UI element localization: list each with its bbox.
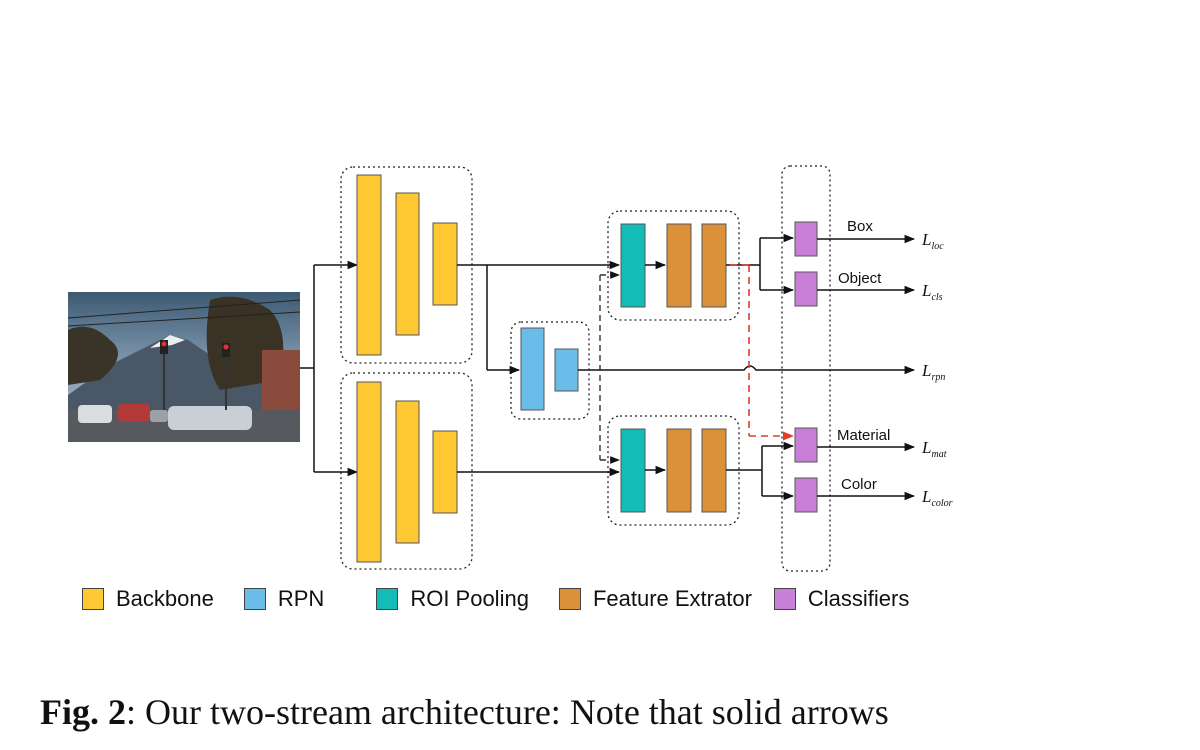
feature-extractor-block (666, 223, 692, 308)
architecture-diagram: Box Object Material Color Lloc Lcls Lrpn… (67, 165, 953, 572)
figure-caption: Fig. 2: Our two-stream architecture: Not… (40, 688, 1160, 736)
legend-label-backbone: Backbone (116, 586, 214, 611)
legend-item-rpn: RPN (243, 586, 325, 612)
legend-label-feature: Feature Extrator (592, 586, 752, 611)
classifier-swatch (773, 588, 796, 610)
legend-label-classifiers: Classifiers (807, 586, 910, 611)
legend-label-roi: ROI Pooling (410, 586, 529, 611)
classifier-object (794, 271, 818, 307)
label-color: Color (841, 476, 877, 493)
rpn-block (520, 327, 545, 411)
rpn-group (510, 321, 590, 420)
roi-pooling-block (620, 428, 646, 513)
caption-label: Fig. 2 (40, 692, 126, 732)
label-box: Box (847, 218, 873, 235)
feature-extractor-block (666, 428, 692, 513)
legend-item-feature: Feature Extrator (558, 586, 752, 612)
loss-mat: Lmat (921, 438, 947, 460)
feature-extractor-block (701, 223, 727, 308)
loss-loc: Lloc (921, 230, 944, 252)
roi-feature-bottom-group (607, 415, 740, 526)
legend-item-classifiers: Classifiers (773, 586, 910, 612)
roi-pooling-block (620, 223, 646, 308)
legend-item-roi: ROI Pooling (376, 586, 529, 612)
rpn-block (554, 348, 579, 392)
legend-item-backbone: Backbone (82, 586, 214, 612)
backbone-block (356, 381, 382, 563)
classifier-color (794, 477, 818, 513)
label-material: Material (837, 427, 890, 444)
backbone-block (395, 400, 420, 544)
classifier-material (794, 427, 818, 463)
backbone-block (432, 222, 458, 306)
proposal-dashed-arrows (599, 271, 620, 464)
backbone-bottom-group (340, 372, 473, 570)
legend: Backbone RPN ROI Pooling Feature Extrato… (82, 585, 909, 613)
classifier-group (781, 165, 831, 572)
input-street-image (67, 292, 301, 442)
backbone-block (356, 174, 382, 356)
backbone-swatch (82, 588, 104, 610)
classifier-box (794, 221, 818, 257)
feature-swatch (558, 588, 581, 610)
backbone-block (432, 430, 458, 514)
roi-feature-top-group (607, 210, 740, 321)
roi-swatch (376, 588, 399, 610)
connector-lines (300, 260, 359, 477)
legend-label-rpn: RPN (277, 586, 325, 611)
feature-extractor-block (701, 428, 727, 513)
loss-rpn: Lrpn (921, 361, 945, 383)
flow-arrows (457, 233, 916, 501)
backbone-top-group (340, 166, 473, 364)
loss-color: Lcolor (921, 487, 953, 509)
red-dashed-arrow (730, 264, 795, 441)
label-object: Object (838, 270, 882, 287)
loss-cls: Lcls (921, 281, 943, 303)
rpn-swatch (243, 588, 266, 610)
caption-text: : Our two-stream architecture: Note that… (126, 692, 889, 732)
backbone-block (395, 192, 420, 336)
